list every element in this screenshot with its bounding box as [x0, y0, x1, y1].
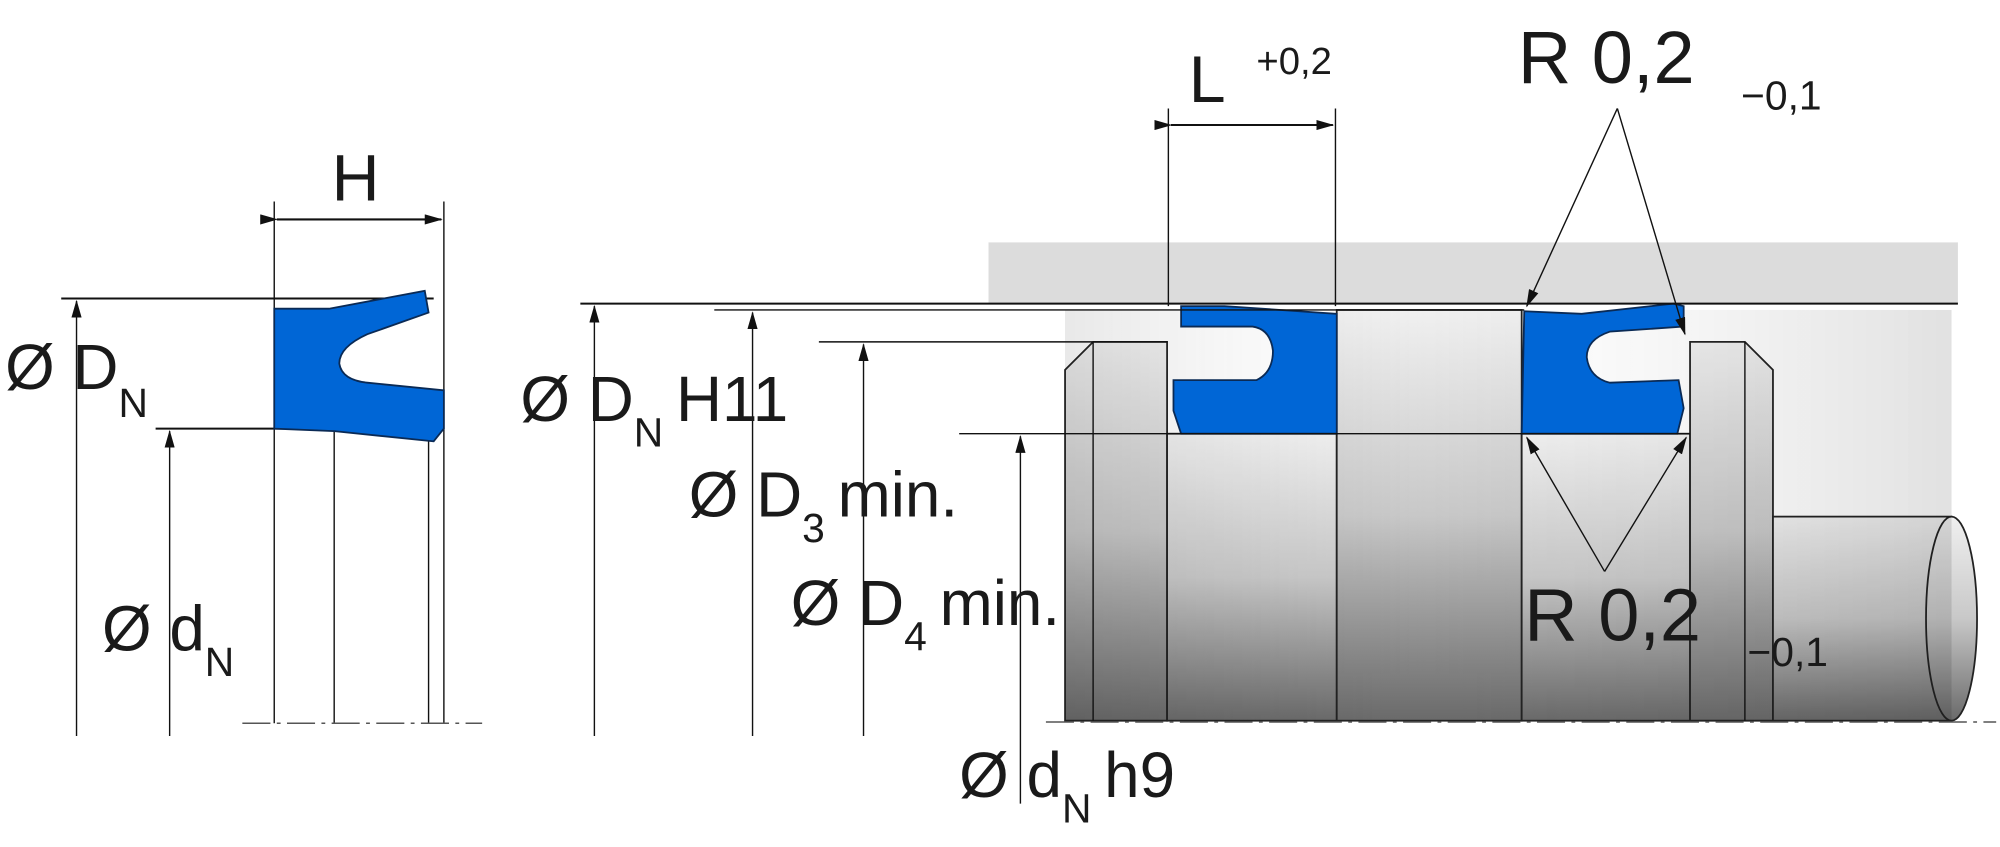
- radius-arrow: [1616, 108, 1686, 336]
- inner-diameter-label: Ø dN: [102, 593, 234, 686]
- radius-top-label: R 0,2: [1518, 16, 1695, 99]
- seal-left: [1172, 305, 1338, 435]
- housing: [988, 242, 1958, 304]
- radius-bottom-tolerance: −0,1: [1747, 629, 1828, 675]
- seal-right: [1520, 302, 1685, 435]
- h-label: H: [332, 141, 380, 215]
- radius-bottom-label: R 0,2: [1524, 573, 1701, 656]
- seal-profile: [273, 289, 445, 443]
- piston-body: [1064, 309, 1978, 722]
- radius-top-tolerance: −0,1: [1741, 73, 1822, 119]
- radius-arrow: [1526, 108, 1618, 308]
- outer-diameter-label: Ø DN: [5, 331, 148, 426]
- l-tolerance: +0,2: [1256, 40, 1332, 83]
- l-label: L: [1189, 43, 1226, 117]
- radius-arrow: [1603, 436, 1687, 572]
- radius-arrow: [1526, 436, 1606, 572]
- seal-cross-section: H Ø DN Ø dN: [5, 141, 483, 736]
